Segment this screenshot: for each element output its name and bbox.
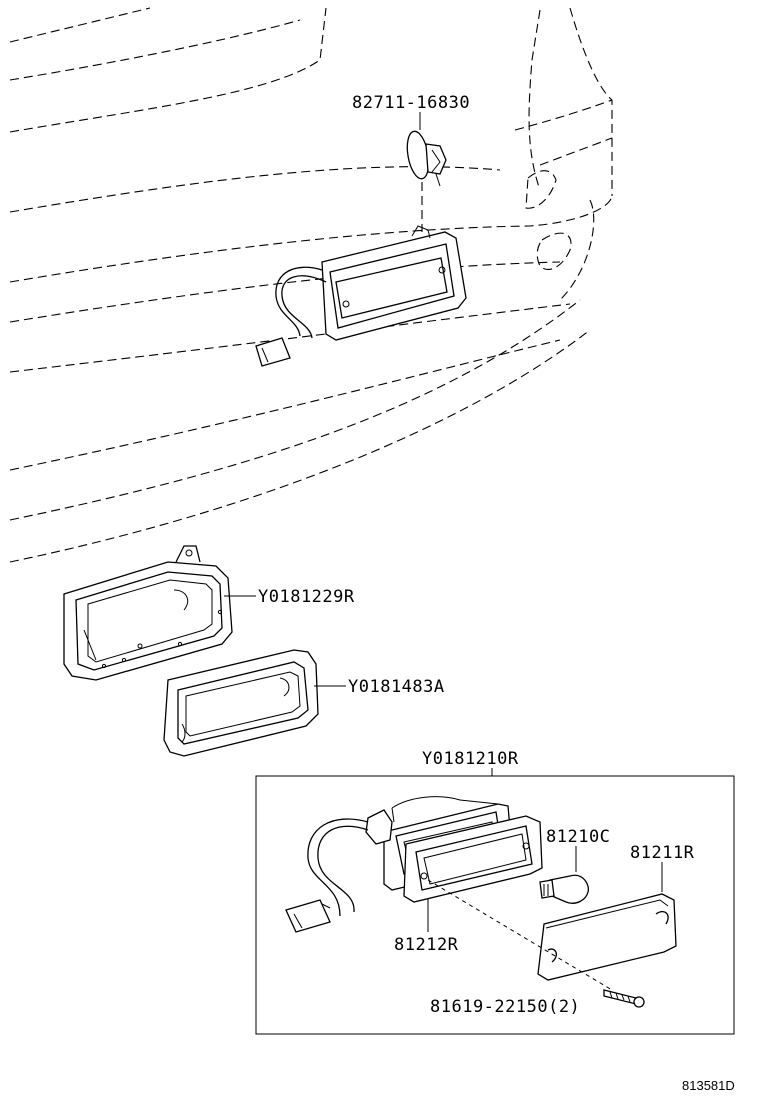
diagram-reference-code: 813581D — [682, 1078, 735, 1093]
label-lamp-gasket: Y0181229R — [258, 587, 355, 607]
lamp-wire-harness — [285, 818, 369, 933]
lamp-assembly-box — [255, 775, 735, 1035]
lens-part — [537, 893, 677, 981]
label-screw: 81619-22150(2) — [430, 997, 580, 1017]
holder-clip-part — [406, 130, 447, 187]
label-holder-clip: 82711-16830 — [352, 93, 470, 113]
label-lamp-bezel: Y0181483A — [348, 677, 445, 697]
label-lens-gasket: 81212R — [394, 935, 459, 955]
installed-lamp-assembly — [255, 182, 467, 367]
vehicle-rear-body — [9, 7, 613, 563]
bulb-part — [539, 874, 590, 904]
lamp-bezel-part — [163, 649, 319, 757]
lens-gasket-part — [403, 815, 543, 903]
screw-part — [427, 879, 645, 1008]
label-bulb: 81210C — [546, 827, 610, 847]
lamp-gasket-part — [63, 545, 233, 681]
label-lamp-assembly: Y0181210R — [422, 749, 519, 769]
label-lens: 81211R — [630, 843, 695, 863]
